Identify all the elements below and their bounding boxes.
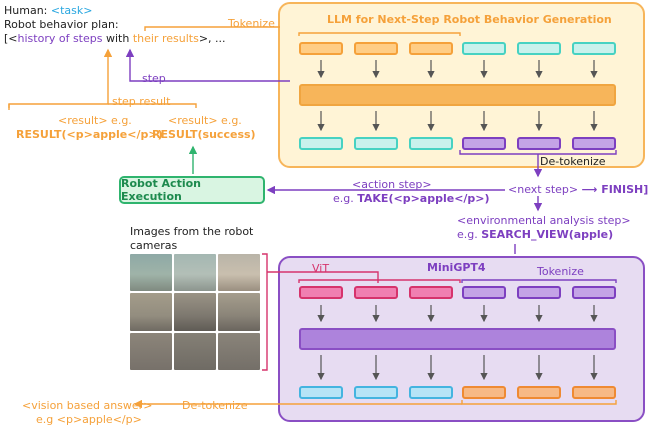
minigpt-output-token [354,386,398,399]
plan-history: history of steps [17,32,103,45]
minigpt-transformer-bar [299,328,616,350]
text-token [462,286,506,299]
llm-input-token [299,42,343,55]
llm-input-token [517,42,561,55]
vision-answer-example: e.g <p>apple</p> [36,413,142,426]
llm-output-token [409,137,453,150]
llm-input-token [409,42,453,55]
minigpt-output-token [572,386,616,399]
env-eg: e.g. [457,228,482,241]
plan-title: Robot behavior plan: [4,18,119,31]
llm-input-token [572,42,616,55]
detokenize-top-label: De-tokenize [540,155,606,168]
vit-token [354,286,398,299]
llm-output-token [462,137,506,150]
text-token [517,286,561,299]
plan-results: their results [132,32,199,45]
human-line: Human: <task> [4,4,92,17]
robot-action-execution-box: Robot Action Execution [119,176,265,204]
human-task: <task> [50,4,93,17]
llm-transformer-bar [299,84,616,106]
result1-example: RESULT(<p>apple</p>) [16,128,163,141]
next-step-label: <next step> ⟶ FINISH] [508,183,648,196]
camera-image-patch [218,254,260,292]
result2-example: RESULT(success) [152,128,256,141]
llm-title: LLM for Next-Step Robot Behavior Generat… [327,13,612,26]
next-step: <next step> [508,183,579,196]
camera-image-patch [174,332,216,370]
plan-with: with [102,32,133,45]
camera-image-patch [174,293,216,331]
action-eg: e.g. [333,192,358,205]
camera-image-patch [218,332,260,370]
detokenize-bottom-label: De-tokenize [182,399,248,412]
images-label-line2: cameras [130,239,178,252]
llm-output-token [354,137,398,150]
vit-token [299,286,343,299]
env-command: SEARCH_VIEW(apple) [481,228,614,241]
step-result-label: step result [112,95,171,108]
llm-output-token [517,137,561,150]
tokenize-bottom-label: Tokenize [537,265,584,278]
camera-image-patch [218,293,260,331]
minigpt-output-token [517,386,561,399]
images-label-line1: Images from the robot [130,225,254,238]
llm-output-token [572,137,616,150]
camera-image-patch [130,332,172,370]
finish-label: ⟶ FINISH] [581,183,649,196]
vision-answer-label: <vision based answer> [22,399,153,412]
minigpt-output-token [462,386,506,399]
step-label: step [142,72,166,85]
env-step-label: <environmental analysis step> [457,214,631,227]
plan-close: >, ... [198,32,226,45]
text-token [572,286,616,299]
action-step-example: e.g. TAKE(<p>apple</p>) [333,192,490,205]
minigpt-output-token [409,386,453,399]
camera-images-grid [130,254,260,370]
action-command: TAKE(<p>apple</p>) [357,192,490,205]
result1-label: <result> e.g. [58,114,132,127]
result2-label: <result> e.g. [168,114,242,127]
camera-image-patch [174,254,216,292]
camera-image-patch [130,254,172,292]
llm-input-token [462,42,506,55]
llm-input-token [354,42,398,55]
vit-token [409,286,453,299]
action-step-label: <action step> [352,178,432,191]
camera-image-patch [130,293,172,331]
llm-output-token [299,137,343,150]
plan-line: [<history of steps with their results>, … [4,32,226,45]
plan-open: [< [4,32,18,45]
env-step-example: e.g. SEARCH_VIEW(apple) [457,228,613,241]
minigpt-output-token [299,386,343,399]
minigpt4-title: MiniGPT4 [427,261,486,274]
human-prefix: Human: [4,4,51,17]
